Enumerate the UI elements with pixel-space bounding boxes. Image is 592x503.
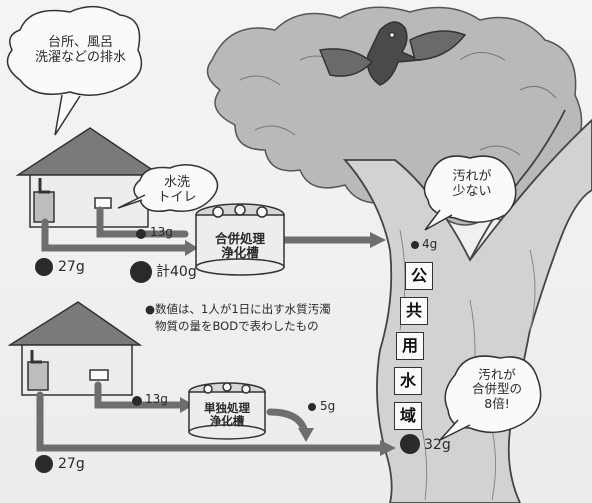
note-text: ●数値は、1人が1日に出す水質汚濁 物質の量をBODで表わしたもの	[145, 301, 331, 334]
bottom-arrowheads	[180, 397, 396, 456]
bird-illustration	[318, 21, 467, 86]
waterway-sign-1: 公	[405, 262, 433, 290]
top-household-value: 27g	[58, 259, 85, 275]
eight-times-bubble-line-3: 8倍!	[484, 395, 510, 411]
household-bubble-line-1: 台所、風呂	[47, 35, 113, 50]
bottom-toilet-value: 13g	[145, 392, 168, 406]
waterway-sign-3: 用	[396, 332, 424, 360]
eight-times-bubble-line-1: 汚れが	[478, 367, 516, 382]
top-arrowheads	[185, 232, 386, 256]
bottom-household-value: 27g	[58, 456, 85, 472]
household-bubble-shape	[6, 6, 143, 136]
less-dirty-bubble-line-2: 少ない	[452, 183, 492, 199]
single-tank-line-2: 浄化槽	[209, 414, 245, 429]
top-out-value: 4g	[422, 237, 438, 251]
eight-times-bubble: 汚れが 合併型の 8倍!	[458, 367, 536, 411]
toilet-bubble: 水洗 トイレ	[148, 175, 206, 206]
bottom-house	[7, 301, 143, 396]
top-toilet-value: 13g	[150, 225, 173, 239]
combined-tank-line-2: 浄化槽	[221, 245, 259, 261]
note-line-1: ●数値は、1人が1日に出す水質汚濁	[145, 302, 331, 316]
waterway-sign-5: 域	[394, 402, 422, 430]
household-bubble-line-2: 洗濯などの排水	[34, 49, 126, 65]
top-pipes	[41, 206, 374, 252]
less-dirty-bubble-line-1: 汚れが	[452, 169, 492, 184]
single-tank	[188, 382, 266, 440]
top-total-value: 計40g	[156, 264, 197, 280]
eight-times-bubble-shape	[439, 355, 542, 441]
single-tank-line-1: 単独処理	[204, 401, 250, 415]
household-bubble: 台所、風呂 洗濯などの排水	[28, 35, 133, 66]
toilet-bubble-shape	[117, 164, 219, 212]
eight-times-bubble-line-2: 合併型の	[471, 381, 522, 397]
combined-tank	[195, 203, 285, 276]
waterway-sign-4: 水	[394, 367, 422, 395]
less-dirty-bubble-shape	[423, 155, 517, 231]
combined-tank-line-1: 合併処理	[214, 231, 265, 246]
waterway-sign-2: 共	[400, 297, 428, 325]
toilet-bubble-line-1: 水洗	[163, 175, 190, 190]
top-house	[15, 127, 163, 228]
bottom-out-value: 5g	[320, 399, 336, 413]
bod-dots	[35, 229, 420, 473]
single-tank-label: 単独処理 浄化槽	[190, 401, 264, 429]
toilet-bubble-line-2: トイレ	[157, 189, 197, 205]
less-dirty-bubble: 汚れが 少ない	[436, 169, 508, 200]
note-line-2: 物質の量をBODで表わしたもの	[155, 318, 319, 333]
bottom-river-value: 32g	[424, 437, 451, 453]
combined-tank-label: 合併処理 浄化槽	[198, 231, 282, 261]
